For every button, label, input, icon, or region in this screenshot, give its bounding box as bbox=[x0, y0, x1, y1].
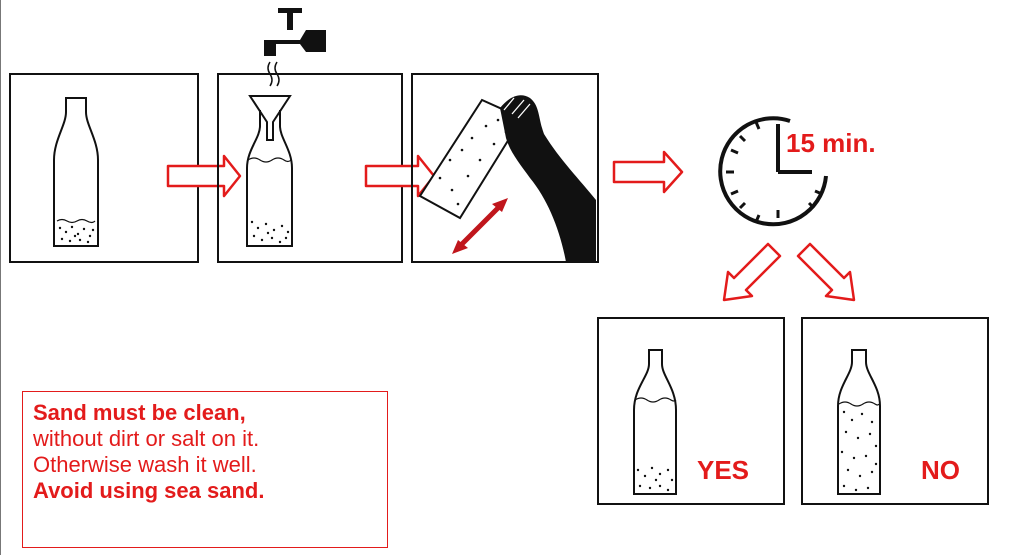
arrow-down-icon bbox=[724, 244, 780, 300]
sand-note-box: Sand must be clean, without dirt or salt… bbox=[22, 391, 388, 548]
panel-result-no bbox=[802, 318, 988, 504]
hand-shaking-icon bbox=[420, 95, 596, 262]
note-line-2: without dirt or salt on it. bbox=[33, 426, 377, 452]
bottle-icon bbox=[634, 350, 676, 494]
no-label: NO bbox=[921, 455, 960, 486]
time-label: 15 min. bbox=[786, 128, 876, 159]
arrow-down-icon bbox=[798, 244, 854, 300]
bottle-icon bbox=[838, 350, 880, 494]
note-line-1: Sand must be clean, bbox=[33, 400, 377, 426]
panel-shake-bottle bbox=[412, 74, 598, 262]
bottle-icon bbox=[54, 98, 98, 246]
panel-add-water bbox=[218, 8, 402, 262]
yes-label: YES bbox=[697, 455, 749, 486]
funnel-icon bbox=[250, 96, 290, 140]
panel-result-yes bbox=[598, 318, 784, 504]
arrow-right-icon bbox=[614, 152, 682, 192]
note-line-4: Avoid using sea sand. bbox=[33, 478, 377, 504]
arrow-right-icon bbox=[168, 156, 240, 196]
note-line-3: Otherwise wash it well. bbox=[33, 452, 377, 478]
